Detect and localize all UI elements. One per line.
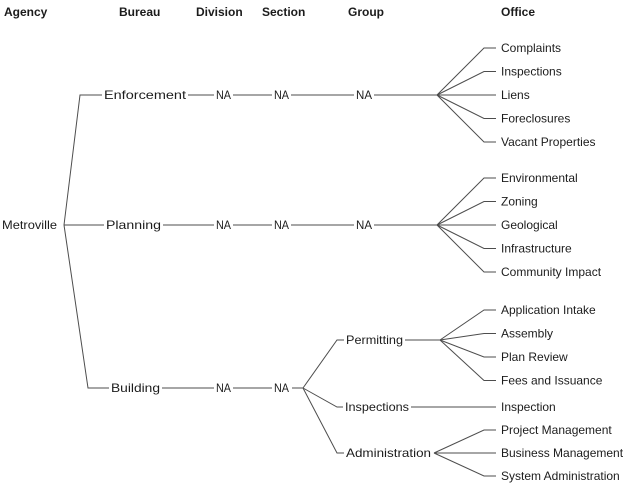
connector-office-inspections (436, 71, 496, 96)
connector-office-system-administration (433, 452, 496, 477)
node-office-geological: Geological (501, 218, 558, 232)
node-division-building-na: NA (216, 381, 231, 395)
node-division-enforcement-na: NA (216, 88, 231, 102)
column-header-bureau: Bureau (119, 5, 160, 19)
node-office-environmental: Environmental (501, 171, 578, 185)
node-office-business-management: Business Management (501, 446, 624, 460)
connector-office-zoning (436, 201, 496, 226)
node-division-planning-na: NA (216, 218, 231, 232)
connector-office-plan-review (439, 339, 496, 358)
node-office-application-intake: Application Intake (501, 303, 596, 317)
node-office-inspections: Inspections (501, 65, 562, 79)
node-bureau-building: Building (111, 381, 160, 395)
node-office-community-impact: Community Impact (501, 265, 602, 279)
connector-office-foreclosures (436, 94, 496, 119)
connector-office-vacant-properties (436, 94, 496, 143)
connector-office-community-impact (436, 224, 496, 273)
connector-office-environmental (436, 177, 496, 226)
node-office-fees-and-issuance: Fees and Issuance (501, 374, 603, 388)
column-header-office: Office (501, 5, 535, 19)
connector-group-permitting (302, 339, 440, 389)
node-office-inspection: Inspection (501, 400, 556, 414)
nodes: Metroville Enforcement Planning Building… (2, 41, 624, 483)
node-section-enforcement-na: NA (274, 88, 289, 102)
node-office-assembly: Assembly (501, 327, 553, 341)
node-section-planning-na: NA (274, 218, 289, 232)
connector-building-trunk (63, 224, 303, 389)
column-header-group: Group (348, 5, 384, 19)
node-bureau-enforcement: Enforcement (104, 88, 187, 102)
connector-group-inspections (302, 387, 496, 408)
column-headers: Agency Bureau Division Section Group Off… (4, 5, 535, 19)
column-header-division: Division (196, 5, 243, 19)
column-header-section: Section (262, 5, 305, 19)
node-office-foreclosures: Foreclosures (501, 112, 570, 126)
node-office-plan-review: Plan Review (501, 350, 568, 364)
node-office-liens: Liens (501, 88, 530, 102)
connectors (63, 47, 496, 477)
connector-enforcement-trunk (63, 94, 437, 226)
connector-office-complaints (436, 47, 496, 96)
connector-office-fees-and-issuance (439, 339, 496, 381)
connector-group-administration (302, 387, 344, 454)
node-office-complaints: Complaints (501, 41, 561, 55)
node-group-planning-na: NA (356, 218, 372, 232)
node-office-vacant-properties: Vacant Properties (501, 135, 596, 149)
node-group-permitting: Permitting (346, 333, 403, 347)
connector-office-assembly (439, 333, 496, 341)
connector-office-infrastructure (436, 224, 496, 249)
node-office-project-management: Project Management (501, 423, 612, 437)
node-office-zoning: Zoning (501, 195, 538, 209)
node-office-infrastructure: Infrastructure (501, 242, 572, 256)
node-section-building-na: NA (274, 381, 289, 395)
node-group-inspections: Inspections (345, 400, 409, 414)
node-bureau-planning: Planning (106, 218, 161, 232)
column-header-agency: Agency (4, 5, 48, 19)
node-agency-metroville: Metroville (2, 218, 57, 232)
node-group-administration: Administration (346, 446, 431, 460)
node-group-enforcement-na: NA (356, 88, 372, 102)
connector-office-application-intake (439, 309, 496, 341)
node-office-system-administration: System Administration (501, 469, 620, 483)
connector-office-project-management (433, 429, 496, 454)
